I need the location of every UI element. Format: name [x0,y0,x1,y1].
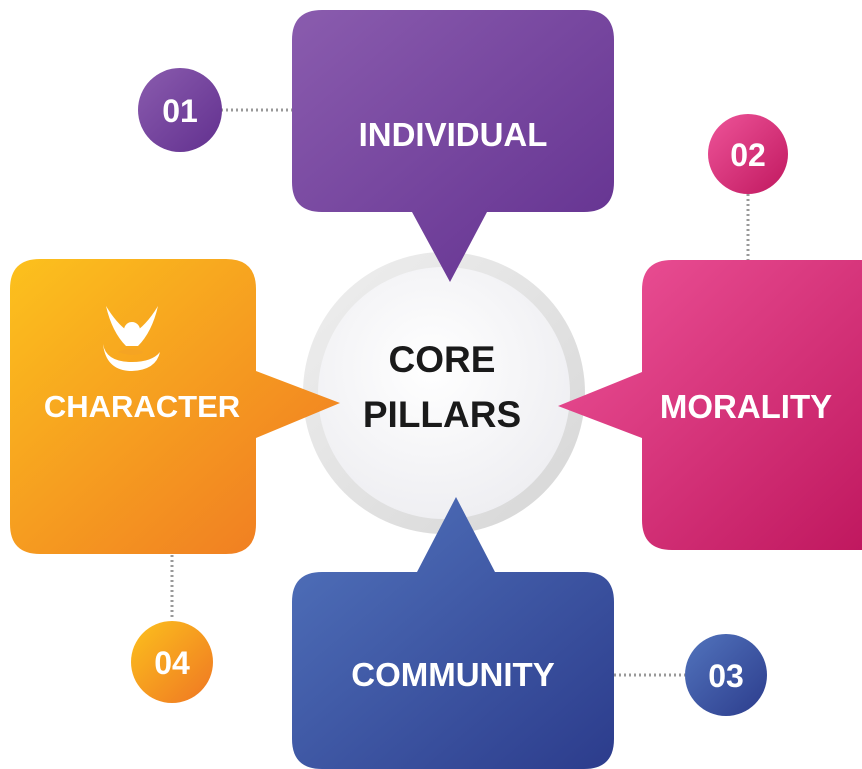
person-with-raised-arms-icon [103,306,160,371]
pillar-individual: INDIVIDUAL [292,10,614,282]
badge-02-number: 02 [730,137,766,173]
morality-box [558,260,862,550]
individual-box [292,10,614,282]
character-box [10,259,340,554]
pillar-character: CHARACTER [10,259,340,554]
badge-02: 02 [708,114,788,194]
center-core [318,267,570,519]
badge-01: 01 [138,68,222,152]
center-title-line1: CORE [389,339,496,380]
pillar-morality: MORALITY [558,260,862,550]
center-title-line2: PILLARS [363,394,521,435]
badge-01-number: 01 [162,93,198,129]
community-label: COMMUNITY [351,656,554,693]
community-box [292,497,614,769]
badge-04: 04 [131,621,213,703]
pillar-community: COMMUNITY [292,497,614,769]
center-circle [303,252,585,534]
connectors [170,108,750,677]
character-label: CHARACTER [44,389,240,424]
morality-label: MORALITY [660,388,832,425]
badge-03: 03 [685,634,767,716]
badge-04-number: 04 [154,645,190,681]
badge-03-number: 03 [708,658,744,694]
individual-label: INDIVIDUAL [359,116,548,153]
